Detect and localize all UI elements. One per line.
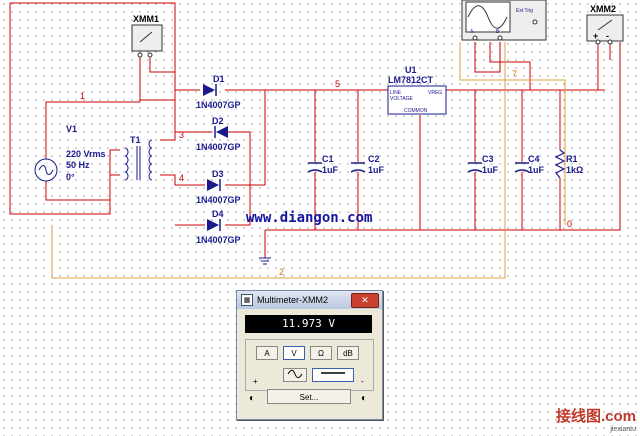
capacitor-c3[interactable] (467, 162, 483, 173)
xmm1-label: XMM1 (133, 14, 159, 24)
source-voltage: 220 Vrms (66, 149, 106, 159)
mode-ohm-button[interactable]: Ω (310, 346, 332, 360)
mode-a-button[interactable]: A (256, 346, 278, 360)
terminal-minus-label: - (361, 377, 364, 386)
site-logo: 接线图.com jiexiantu (556, 405, 636, 433)
net-1: 1 (80, 91, 85, 101)
close-button[interactable]: ✕ (351, 293, 379, 308)
ac-mode-button[interactable] (283, 368, 307, 382)
mode-db-button[interactable]: dB (337, 346, 359, 360)
xmm2-multimeter-icon[interactable] (586, 14, 624, 45)
c2-ref: C2 (368, 154, 380, 164)
c4-ref: C4 (528, 154, 540, 164)
u1-pin-voltage: VOLTAGE (390, 96, 414, 102)
resistor-r1[interactable] (554, 149, 566, 179)
oscilloscope-icon[interactable] (461, 0, 547, 41)
u1-part: LM7812CT (388, 75, 434, 85)
wires (9, 2, 621, 258)
c4-value: 1uF (528, 165, 545, 175)
diode-d1[interactable] (203, 84, 217, 96)
u1-pin-vreg: VREG (428, 90, 442, 96)
terminal-plus-label: + (253, 377, 258, 386)
c1-value: 1uF (322, 165, 339, 175)
net-0: 0 (567, 219, 572, 229)
u1-pin-line: LINE (390, 90, 402, 96)
terminal-minus-icon[interactable]: ◐ (361, 393, 368, 404)
logo-subtext: jiexiantu (610, 426, 636, 433)
reading-display: 11.973 V (245, 315, 372, 333)
regulator-u1[interactable] (387, 85, 447, 115)
watermark-text: www.diangon.com (246, 210, 372, 226)
scope-a-label: A (470, 29, 474, 35)
transformer-icon[interactable] (124, 139, 153, 181)
set-button[interactable]: Set... (267, 389, 351, 404)
d2-ref: D2 (212, 116, 224, 126)
c3-ref: C3 (482, 154, 494, 164)
d4-ref: D4 (212, 209, 224, 219)
net-3: 3 (179, 130, 184, 140)
c3-value: 1uF (482, 165, 499, 175)
window-titlebar[interactable]: ▦ Multimeter-XMM2 ✕ (237, 291, 382, 309)
xmm2-label: XMM2 (590, 4, 616, 14)
diode-d4[interactable] (207, 219, 221, 231)
capacitor-c4[interactable] (514, 162, 530, 173)
ac-source-icon[interactable] (34, 158, 58, 182)
d4-part: 1N4007GP (196, 235, 241, 245)
mode-v-button[interactable]: V (283, 346, 305, 360)
terminal-plus-icon[interactable]: ◐ (249, 393, 256, 404)
d1-ref: D1 (213, 74, 225, 84)
capacitor-c1[interactable] (307, 162, 323, 173)
net-5: 5 (335, 79, 340, 89)
c1-ref: C1 (322, 154, 334, 164)
source-phase: 0° (66, 172, 75, 182)
xmm1-multimeter-icon[interactable] (131, 24, 163, 58)
source-name: V1 (66, 124, 77, 134)
d2-part: 1N4007GP (196, 142, 241, 152)
xmm2-minus: - (606, 31, 609, 41)
d3-ref: D3 (212, 169, 224, 179)
diode-d2[interactable] (214, 126, 228, 138)
scope-ext-trig-label: Ext Trig (516, 8, 533, 14)
logo-text: 接线图.com (555, 408, 636, 425)
scope-wire (51, 42, 566, 279)
dc-line-icon (321, 372, 345, 374)
r1-ref: R1 (566, 154, 578, 164)
ground-icon (259, 257, 271, 265)
net-2: 2 (279, 267, 284, 277)
r1-value: 1kΩ (566, 165, 583, 175)
multimeter-app-icon: ▦ (241, 294, 253, 306)
scope-b-label: B (496, 29, 500, 35)
capacitor-c2[interactable] (350, 162, 366, 173)
transformer-label: T1 (130, 135, 141, 145)
source-freq: 50 Hz (66, 160, 90, 170)
net-4: 4 (179, 173, 184, 183)
diode-d3[interactable] (207, 179, 221, 191)
net-7: 7 (512, 69, 517, 79)
ac-wave-icon (287, 369, 303, 379)
mode-group: A V Ω dB (245, 339, 374, 391)
xmm2-plus: + (593, 31, 598, 41)
dc-mode-button[interactable] (312, 368, 354, 382)
u1-ref: U1 (405, 65, 417, 75)
d3-part: 1N4007GP (196, 195, 241, 205)
u1-pin-common: COMMON (404, 108, 428, 114)
multimeter-window[interactable]: ▦ Multimeter-XMM2 ✕ 11.973 V A V Ω dB + … (236, 290, 383, 420)
d1-part: 1N4007GP (196, 100, 241, 110)
window-title: Multimeter-XMM2 (257, 295, 329, 305)
c2-value: 1uF (368, 165, 385, 175)
